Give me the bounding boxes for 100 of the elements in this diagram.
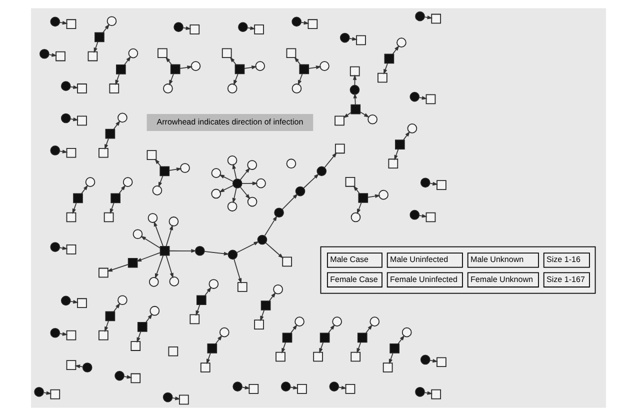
arrow: [328, 324, 335, 334]
node-circle: [60, 113, 71, 124]
node-box: [436, 357, 446, 368]
node-circle: [257, 234, 268, 245]
node-circle: [415, 386, 425, 397]
arrow: [356, 342, 362, 354]
node-box: [146, 150, 157, 160]
node-box: [66, 360, 76, 370]
arrow: [158, 176, 164, 188]
arrow: [282, 194, 298, 210]
arrow: [349, 37, 358, 41]
node-box: [207, 344, 218, 354]
arrow: [424, 391, 433, 395]
node-box: [105, 311, 116, 322]
node-circle: [274, 208, 284, 218]
node-circle: [152, 186, 162, 196]
node-circle: [350, 212, 361, 222]
node-circle: [114, 370, 124, 381]
node-box: [334, 144, 345, 154]
node-circle: [118, 112, 128, 123]
node-circle: [122, 177, 133, 187]
node-circle: [128, 48, 138, 58]
node-box: [73, 193, 83, 204]
arrow: [59, 20, 68, 25]
arrow: [107, 264, 129, 272]
node-box: [350, 352, 361, 362]
node-circle: [332, 316, 342, 326]
node-circle: [420, 354, 430, 365]
node-box: [88, 51, 98, 62]
node-circle: [174, 22, 184, 32]
arrow: [215, 335, 222, 344]
arrow: [308, 66, 322, 70]
arrow: [232, 164, 237, 180]
arrow: [392, 45, 400, 54]
node-circle: [316, 166, 327, 176]
node-box: [196, 295, 206, 306]
node-circle: [82, 362, 92, 372]
node-box: [431, 389, 442, 400]
node-circle: [415, 11, 425, 22]
arrow: [81, 184, 88, 194]
arrow: [172, 396, 180, 400]
node-box: [56, 51, 66, 62]
node-circle: [148, 277, 159, 287]
node-box: [77, 84, 87, 94]
arrow: [204, 250, 230, 256]
node-circle: [232, 382, 242, 392]
arrow: [196, 304, 200, 316]
node-box: [66, 212, 76, 222]
arrow: [136, 331, 142, 343]
node-circle: [219, 327, 230, 338]
node-box: [356, 35, 366, 46]
legend-label: Female Uninfected: [390, 274, 458, 284]
node-box: [130, 373, 141, 384]
node-circle: [163, 84, 173, 94]
node-circle: [350, 84, 360, 95]
arrow: [290, 324, 298, 334]
node-box: [313, 352, 323, 362]
node-circle: [232, 178, 242, 188]
arrow: [146, 314, 152, 323]
node-circle: [227, 84, 238, 94]
arrow: [360, 112, 370, 118]
arrow: [118, 184, 126, 194]
legend-label: Male Case: [330, 255, 369, 264]
arrow: [168, 167, 182, 172]
node-circle: [407, 124, 418, 134]
arrow: [94, 42, 98, 54]
node-circle: [238, 22, 248, 32]
arrow: [236, 241, 260, 254]
node-circle: [280, 382, 291, 392]
legend-label: Male Uninfected: [390, 255, 448, 264]
arrow: [240, 168, 250, 180]
node-circle: [227, 156, 238, 166]
arrow: [115, 74, 120, 86]
node-box: [130, 341, 141, 351]
arrow: [218, 185, 234, 192]
arrow: [430, 358, 438, 363]
arrow: [48, 53, 58, 57]
node-box: [358, 193, 368, 203]
arrow: [180, 66, 193, 70]
node-box: [160, 166, 170, 176]
node-circle: [247, 160, 258, 170]
arrow: [367, 194, 380, 198]
node-circle: [273, 284, 283, 294]
node-circle: [148, 213, 158, 223]
arrow: [102, 24, 110, 33]
node-circle: [168, 216, 179, 226]
node-box: [160, 246, 170, 256]
arrow: [424, 16, 433, 20]
node-box: [66, 330, 76, 340]
node-circle: [60, 81, 71, 91]
node-box: [282, 332, 292, 343]
node-box: [104, 212, 114, 222]
node-box: [390, 344, 400, 354]
node-circle: [396, 38, 406, 48]
node-circle: [420, 178, 430, 188]
node-circle: [340, 32, 350, 43]
node-circle: [34, 386, 44, 397]
legend-label: Size 1-167: [546, 274, 585, 284]
node-circle: [370, 316, 380, 326]
node-circle: [40, 48, 50, 59]
